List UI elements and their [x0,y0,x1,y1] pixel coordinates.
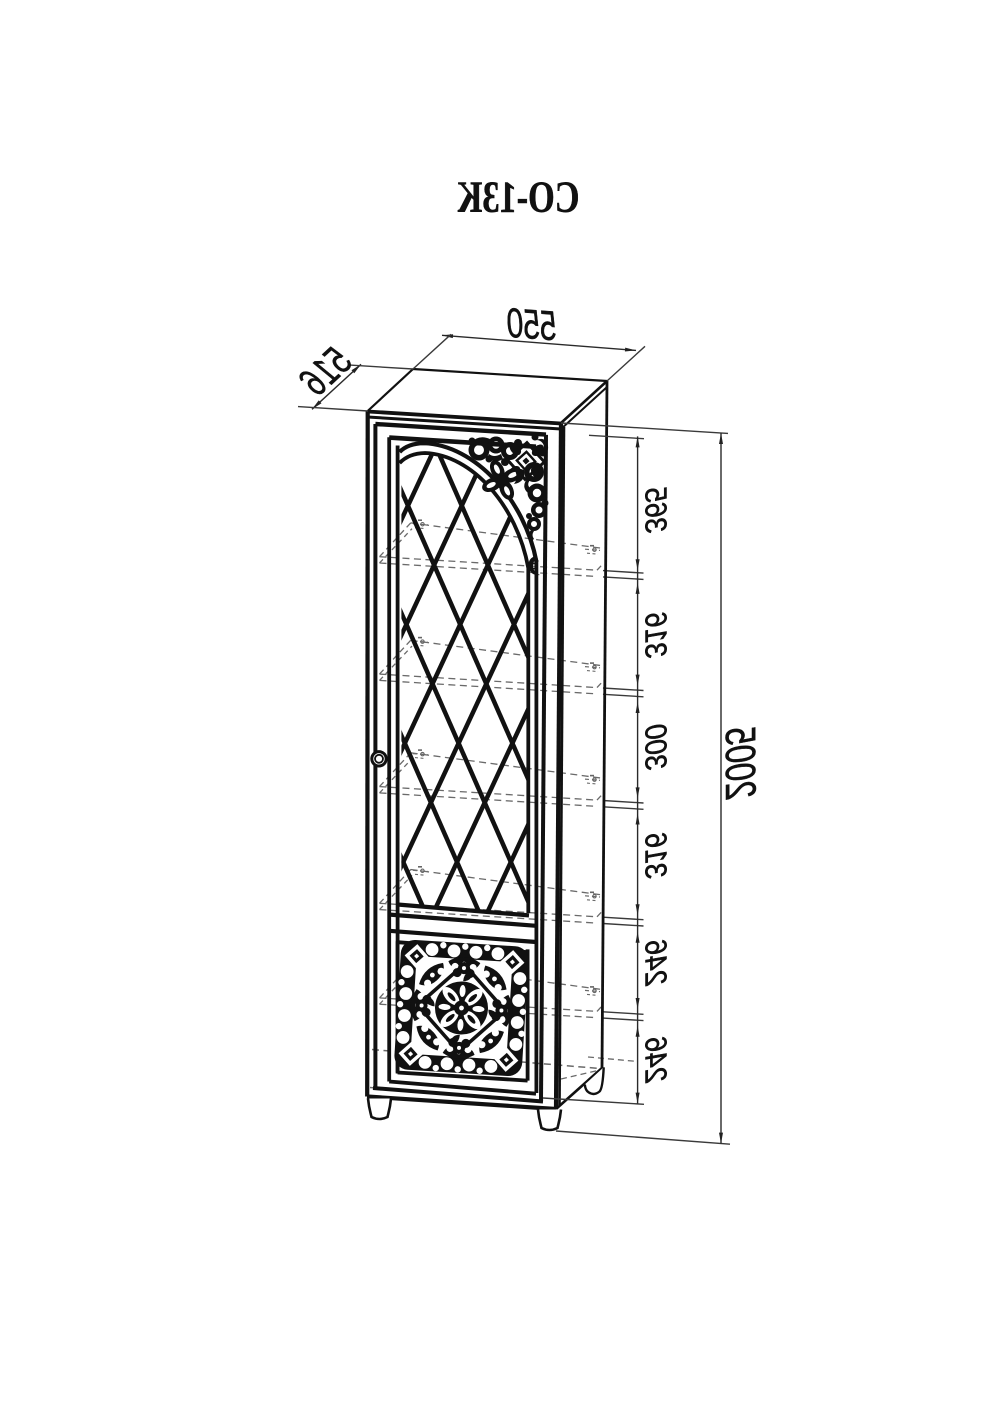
svg-text:365: 365 [639,487,674,534]
svg-text:300: 300 [639,725,674,771]
svg-text:316: 316 [639,612,674,659]
svg-text:2005: 2005 [716,727,763,800]
svg-text:316: 316 [639,832,674,879]
svg-text:СО-13К: СО-13К [457,173,579,222]
svg-text:246: 246 [639,1036,674,1084]
svg-text:550: 550 [505,299,558,350]
svg-text:246: 246 [639,939,674,987]
